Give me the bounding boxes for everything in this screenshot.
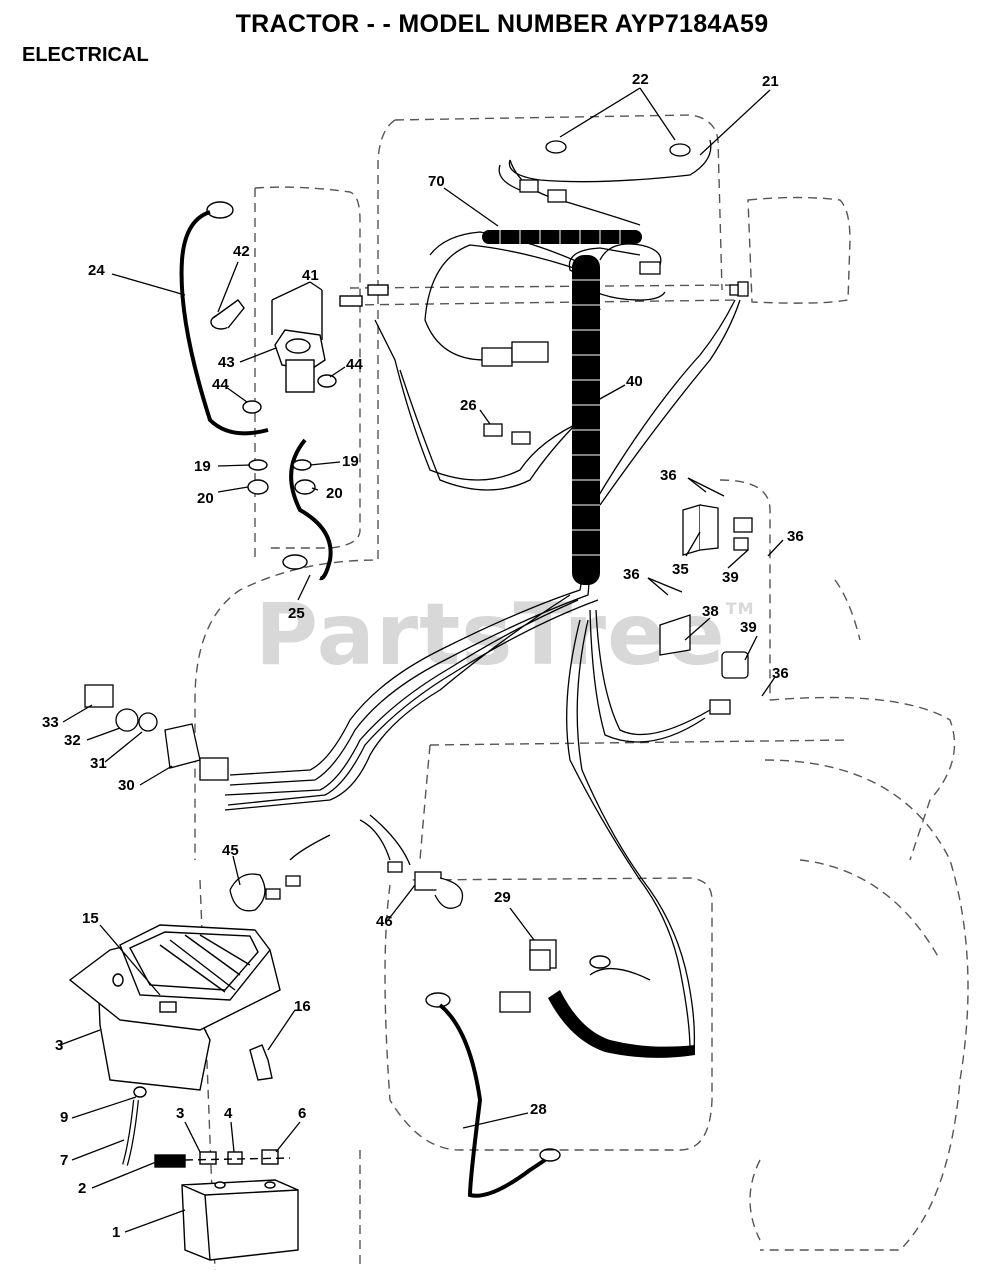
callout-36-lower: 36 — [772, 665, 789, 682]
page-title: TRACTOR - - MODEL NUMBER AYP7184A59 — [235, 10, 769, 38]
callout-22: 22 — [632, 71, 649, 88]
callout-70: 70 — [428, 173, 445, 190]
callout-30: 30 — [118, 777, 135, 794]
partstree-watermark: PartsTreeTM — [255, 585, 755, 685]
harness-coil-sleeves — [482, 230, 695, 1058]
callout-3-tank: 3 — [55, 1037, 64, 1054]
callout-40: 40 — [626, 373, 643, 390]
callout-43: 43 — [218, 354, 235, 371]
callout-44-left: 44 — [212, 376, 229, 393]
callout-26: 26 — [460, 397, 477, 414]
callout-21: 21 — [762, 73, 779, 90]
tractor-outline — [194, 114, 969, 1271]
callout-33: 33 — [42, 714, 59, 731]
connectors-and-switches — [84, 140, 753, 1013]
callout-44-right: 44 — [346, 356, 363, 373]
callout-36-right-upper: 36 — [787, 528, 804, 545]
callout-19-right: 19 — [342, 453, 359, 470]
callout-1: 1 — [112, 1224, 121, 1241]
callout-3-clamp: 3 — [176, 1105, 185, 1122]
callout-19-left: 19 — [194, 458, 211, 475]
callout-45: 45 — [222, 842, 239, 859]
cable-terminals — [206, 201, 611, 1162]
callout-24: 24 — [88, 262, 105, 279]
callout-38: 38 — [702, 603, 719, 620]
callout-28: 28 — [530, 1101, 547, 1118]
battery-cables — [179, 210, 547, 1198]
leader-lines — [59, 87, 784, 1233]
callout-31: 31 — [90, 755, 107, 772]
callout-20-left: 20 — [197, 490, 214, 507]
callout-9: 9 — [60, 1109, 69, 1126]
fuel-tank — [68, 924, 281, 1091]
callout-2: 2 — [78, 1180, 87, 1197]
callout-29: 29 — [494, 889, 511, 906]
battery-and-fittings — [122, 1086, 299, 1261]
callout-32: 32 — [64, 732, 81, 749]
callout-42: 42 — [233, 243, 250, 260]
callout-25: 25 — [288, 605, 305, 622]
section-subtitle: ELECTRICAL — [22, 44, 149, 66]
callout-46: 46 — [376, 913, 393, 930]
wire-harness — [224, 139, 741, 1051]
callout-7: 7 — [60, 1152, 69, 1169]
callout-4: 4 — [224, 1105, 233, 1122]
callout-36-upper: 36 — [660, 467, 677, 484]
callout-20-right: 20 — [326, 485, 343, 502]
callout-15: 15 — [82, 910, 99, 927]
callout-35: 35 — [672, 561, 689, 578]
callout-6: 6 — [298, 1105, 307, 1122]
callout-41: 41 — [302, 267, 319, 284]
callout-16: 16 — [294, 998, 311, 1015]
callout-39-lower: 39 — [740, 619, 757, 636]
coil-ridges — [499, 230, 621, 556]
callout-36-middle: 36 — [623, 566, 640, 583]
starter-solenoid — [210, 284, 389, 495]
callout-39-upper: 39 — [722, 569, 739, 586]
